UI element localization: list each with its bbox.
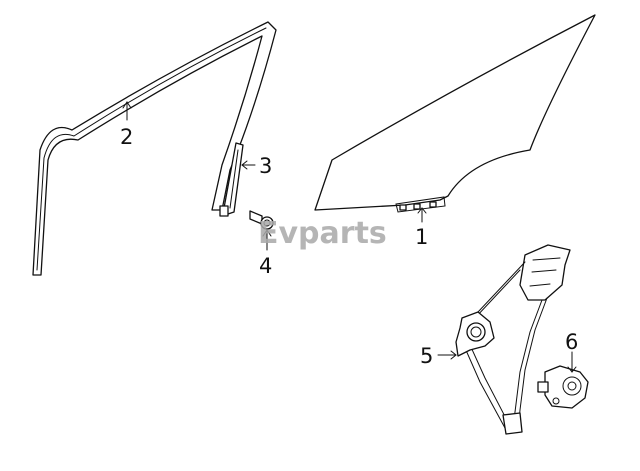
leader-lines [122,101,577,373]
window-motor [537,365,589,409]
rear-channel-trim [219,142,244,217]
callout-4: 4 [259,254,272,278]
bolt [249,210,274,230]
callout-3: 3 [259,154,272,178]
window-regulator [455,244,571,435]
callout-1: 1 [415,225,428,249]
callout-2: 2 [120,125,133,149]
watermark-logo: Evparts [258,216,387,251]
callout-5: 5 [420,344,433,368]
callout-6: 6 [565,330,578,354]
door-glass [314,14,596,213]
